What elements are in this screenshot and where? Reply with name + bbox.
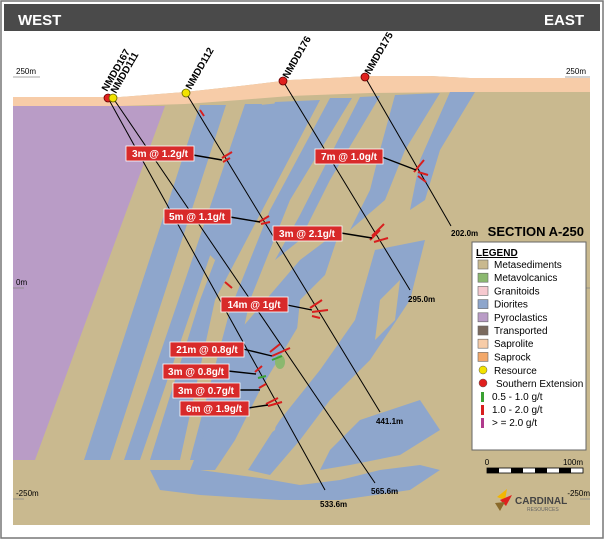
depth-nmdd176: 295.0m <box>408 295 435 304</box>
legend-label: Saprock <box>494 352 532 363</box>
legend-panel <box>471 241 587 451</box>
scale-start: 0 <box>485 458 490 467</box>
section-title: SECTION A-250 <box>488 224 584 239</box>
intercept-box-7 <box>162 363 230 380</box>
intercept-label-2: 7m @ 1.0g/t <box>321 152 378 163</box>
legend-swatch <box>477 312 489 323</box>
depth-nmdd167: 533.6m <box>320 500 347 509</box>
collar-nmdd175 <box>360 72 370 82</box>
depth-nmdd112: 441.1m <box>376 417 403 426</box>
legend-swatch <box>477 352 489 362</box>
header-bar <box>4 4 600 31</box>
collar-nmdd111 <box>108 93 118 103</box>
collar-nmdd176 <box>278 76 288 86</box>
legend-swatch <box>477 272 489 283</box>
depth-nmdd111: 565.6m <box>371 487 398 496</box>
legend-label: Metasediments <box>494 260 562 271</box>
sky-area <box>13 33 590 97</box>
legend-label: > = 2.0 g/t <box>492 418 537 429</box>
legend-label: Pyroclastics <box>494 313 547 324</box>
legend-grade-tick <box>481 392 484 402</box>
legend-label: Resource <box>494 366 537 377</box>
legend-lithology: MetasedimentsMetavolcanicsGranitoidsDior… <box>477 259 562 363</box>
legend-swatch <box>477 338 489 349</box>
trace-nmdd112 <box>185 92 381 413</box>
intercept-label-4: 3m @ 2.1g/t <box>279 229 336 240</box>
legend-grade-tick <box>481 418 484 428</box>
legend-label: Metavolcanics <box>494 273 557 284</box>
cardinal-logo: CARDINAL RESOURCES <box>495 489 567 513</box>
intercept-label-1: 3m @ 1.2g/t <box>132 149 189 160</box>
legend-point-icon <box>478 365 488 375</box>
trace-nmdd176 <box>282 80 411 291</box>
legend-swatch <box>477 259 489 270</box>
elev-neg250-right: -250m <box>567 489 590 498</box>
intercept-labels: 3m @ 1.2g/t 7m @ 1.0g/t 5m @ 1.1g/t 3m @… <box>125 145 417 417</box>
collar-nmdd112 <box>181 88 191 98</box>
intercept-label-8: 3m @ 0.7g/t <box>178 386 235 397</box>
legend-label: Granitoids <box>494 286 540 297</box>
intercept-label-9: 6m @ 1.9g/t <box>186 404 243 415</box>
legend-label: Diorites <box>494 300 528 311</box>
pyroclastics-unit <box>13 106 165 460</box>
logo-name: CARDINAL <box>515 496 567 507</box>
metasediment-lenses <box>255 270 400 445</box>
legend-grades: 0.5 - 1.0 g/t 1.0 - 2.0 g/t > = 2.0 g/t <box>481 392 543 429</box>
scale-end: 100m <box>563 458 583 467</box>
legend-point-icon <box>478 378 488 388</box>
grade-ticks <box>199 109 429 407</box>
intercept-label-6: 21m @ 0.8g/t <box>176 345 238 356</box>
scale-bar: 0 100m <box>485 458 584 474</box>
drillhole-traces <box>107 76 452 491</box>
intercept-box-6 <box>169 341 245 358</box>
intercept-label-3: 5m @ 1.1g/t <box>169 212 226 223</box>
intercept-box-8 <box>172 382 241 399</box>
elev-0-left: 0m <box>16 278 27 287</box>
trace-nmdd111 <box>112 97 376 484</box>
legend-label: 0.5 - 1.0 g/t <box>492 392 543 403</box>
legend-label: Saprolite <box>494 339 534 350</box>
legend-grade-tick <box>481 405 484 415</box>
trace-nmdd175 <box>364 76 452 227</box>
west-label: WEST <box>18 12 61 29</box>
intercept-box-3 <box>163 208 232 225</box>
grade-ticks-green <box>257 355 283 379</box>
east-label: EAST <box>544 12 584 29</box>
legend-title: LEGEND <box>476 248 518 259</box>
intercept-box-9 <box>179 400 250 417</box>
intercept-box-4 <box>272 225 343 242</box>
legend-label: Transported <box>494 326 548 337</box>
intercept-box-1 <box>125 145 195 162</box>
legend-label: 1.0 - 2.0 g/t <box>492 405 543 416</box>
saprolite-layer <box>13 76 590 106</box>
intercept-box-2 <box>314 148 384 165</box>
legend-swatch <box>477 325 489 336</box>
elev-250-right: 250m <box>566 67 586 76</box>
intercept-box-5 <box>220 296 289 313</box>
legend-label: Southern Extension <box>496 379 583 390</box>
legend-swatch <box>477 286 489 296</box>
depth-nmdd175: 202.0m <box>451 229 478 238</box>
elev-neg250-left: -250m <box>16 489 39 498</box>
legend-swatch <box>477 299 489 309</box>
trace-nmdd167 <box>107 97 326 491</box>
intercept-label-5: 14m @ 1g/t <box>227 300 281 311</box>
elev-250-left: 250m <box>16 67 36 76</box>
intercept-label-7: 3m @ 0.8g/t <box>168 367 225 378</box>
logo-sub: RESOURCES <box>527 507 559 513</box>
